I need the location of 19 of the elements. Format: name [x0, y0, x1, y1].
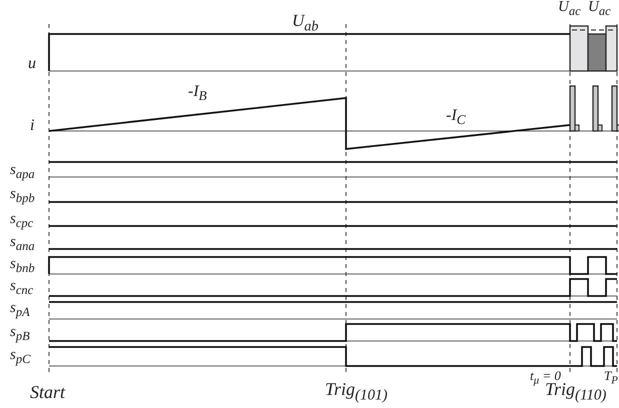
current-label: -I$_{B}$: [188, 84, 207, 103]
voltage-label: U$_{ab}$: [292, 12, 318, 34]
time-marker-label: Start: [30, 383, 66, 401]
time-marker-label: Trig$_{(101)}$: [325, 380, 388, 404]
axis-label: u: [28, 56, 36, 72]
axis-label: i: [30, 118, 34, 134]
current-label: -I$_{C}$: [446, 108, 466, 127]
signal-label: s$_{pA}$: [10, 301, 30, 318]
signal-label: s$_{bnb}$: [10, 257, 35, 274]
voltage-label: U$_{ac}$: [558, 0, 581, 18]
signal-label: s$_{pB}$: [10, 325, 30, 342]
signal-label: s$_{bpb}$: [10, 187, 35, 204]
signal-label: s$_{cnc}$: [10, 279, 34, 296]
signal-label: s$_{cpc}$: [10, 212, 34, 230]
voltage-label: U$_{ac}$: [588, 0, 611, 18]
signal-label: s$_{ana}$: [10, 235, 35, 252]
time-label: T$_{P}$: [604, 369, 618, 386]
signal-label: s$_{apa}$: [10, 163, 35, 180]
signal-label: s$_{pC}$: [10, 348, 30, 366]
